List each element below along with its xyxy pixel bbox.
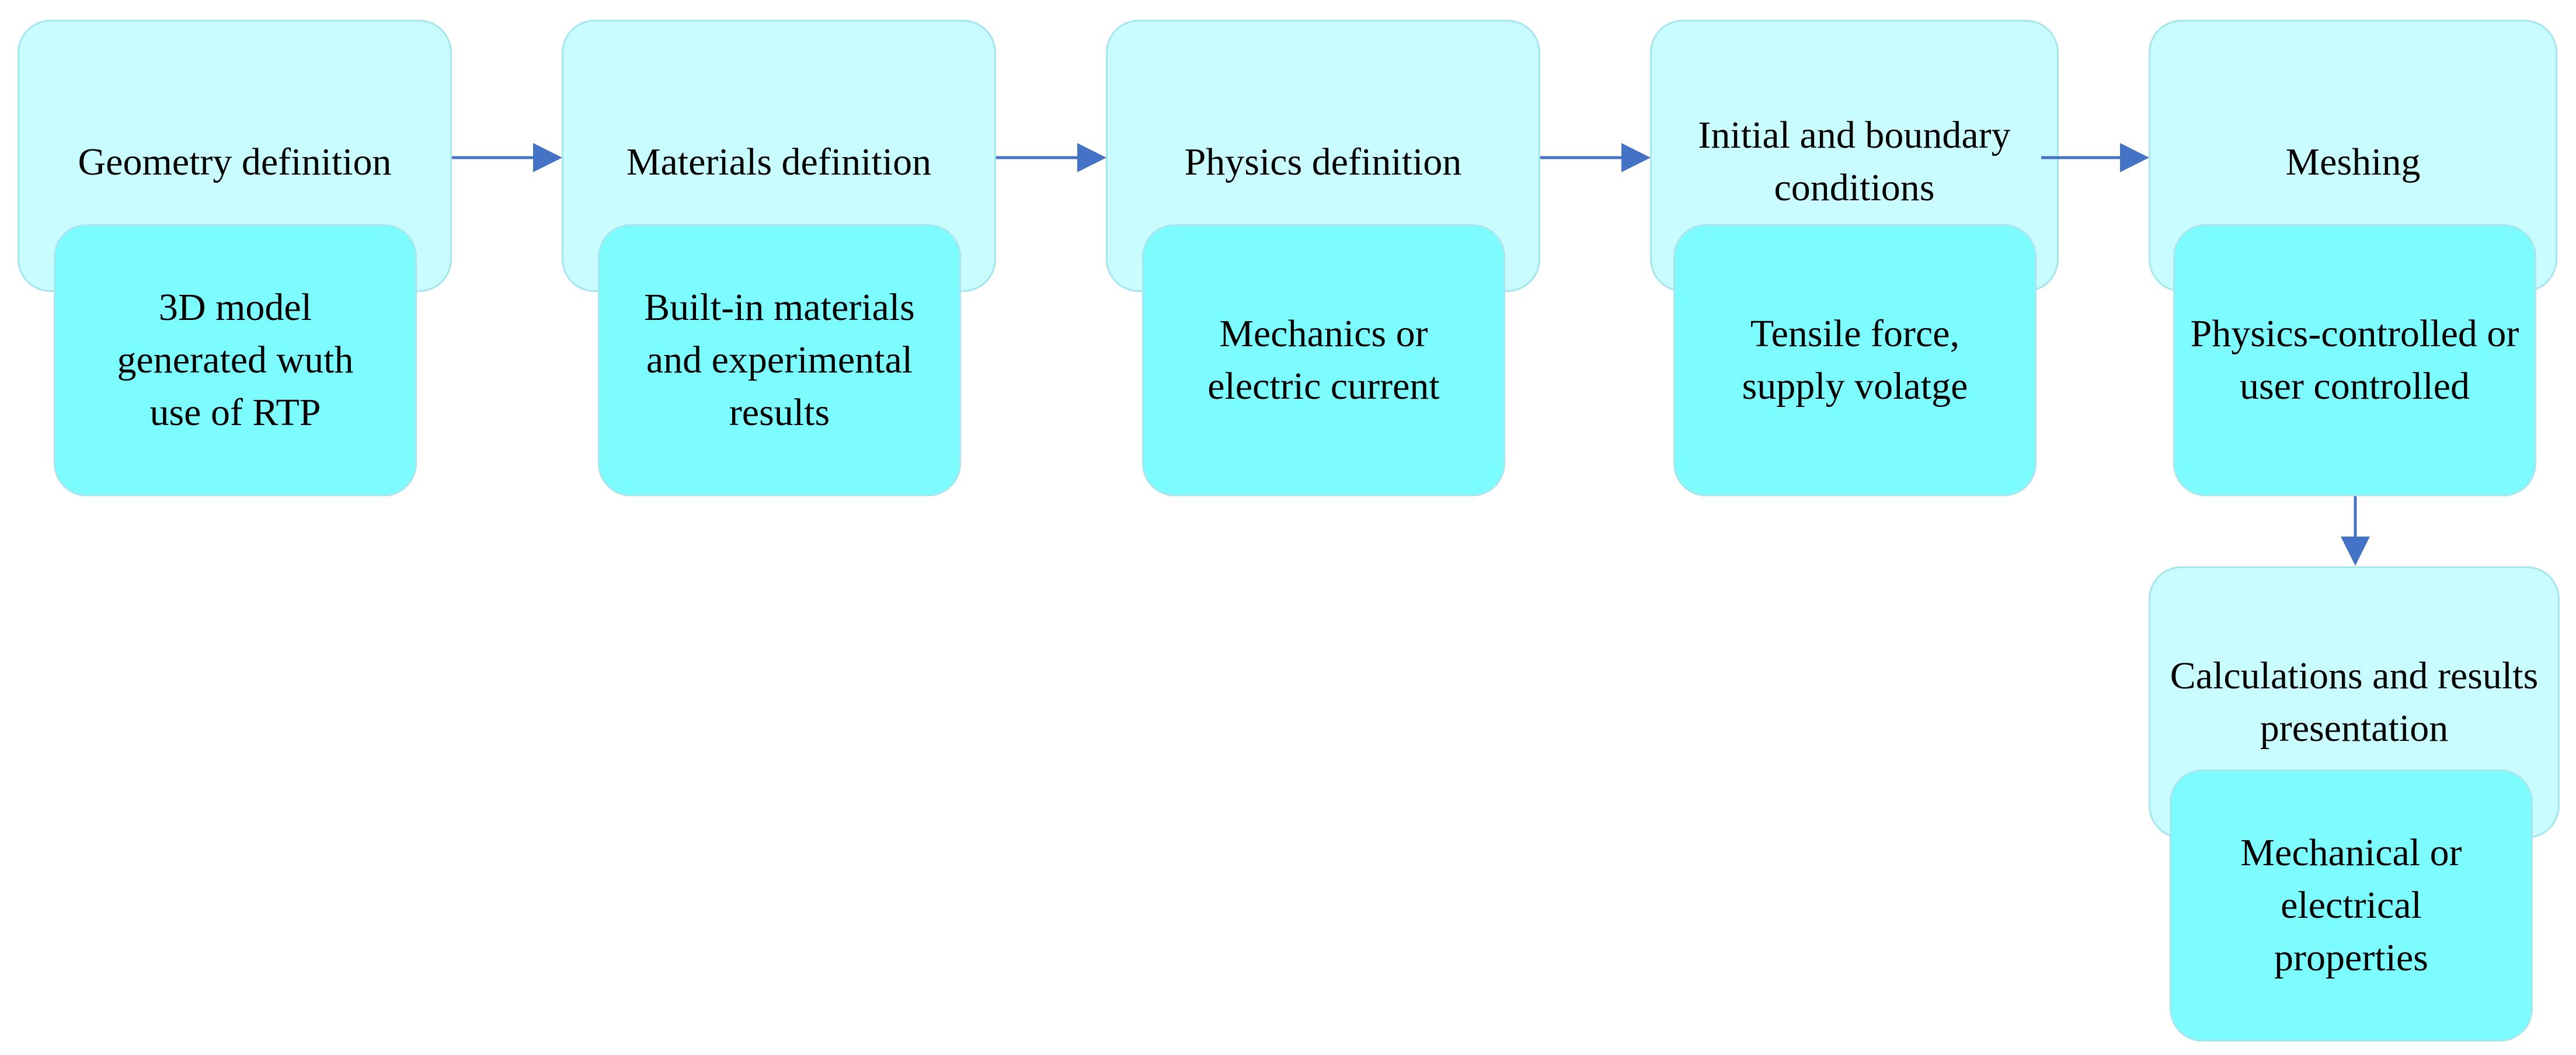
detail-conditions: Tensile force, supply volatge <box>1673 224 2037 496</box>
detail-materials-text: Built-in materials and experimental resu… <box>644 286 915 434</box>
detail-calculations-text: Mechanical or electrical properties <box>2240 831 2462 979</box>
stage-geometry-title: Geometry definition <box>78 141 392 183</box>
detail-meshing-text: Physics-controlled or user controlled <box>2190 312 2519 408</box>
detail-conditions-text: Tensile force, supply volatge <box>1742 312 1968 408</box>
detail-physics-text: Mechanics or electric current <box>1207 312 1440 408</box>
stage-physics-title: Physics definition <box>1184 141 1462 183</box>
detail-physics: Mechanics or electric current <box>1142 224 1505 496</box>
detail-geometry-text: 3D model generated wuth use of RTP <box>117 286 354 434</box>
stage-calculations-title: Calculations and results presentation <box>2170 654 2539 750</box>
detail-meshing: Physics-controlled or user controlled <box>2173 224 2536 496</box>
stage-meshing-title: Meshing <box>2285 141 2421 183</box>
stage-conditions-title: Initial and boundary conditions <box>1698 114 2011 209</box>
detail-geometry: 3D model generated wuth use of RTP <box>54 224 417 496</box>
stage-materials-title: Materials definition <box>626 141 932 183</box>
detail-calculations: Mechanical or electrical properties <box>2170 770 2533 1042</box>
detail-materials: Built-in materials and experimental resu… <box>598 224 961 496</box>
